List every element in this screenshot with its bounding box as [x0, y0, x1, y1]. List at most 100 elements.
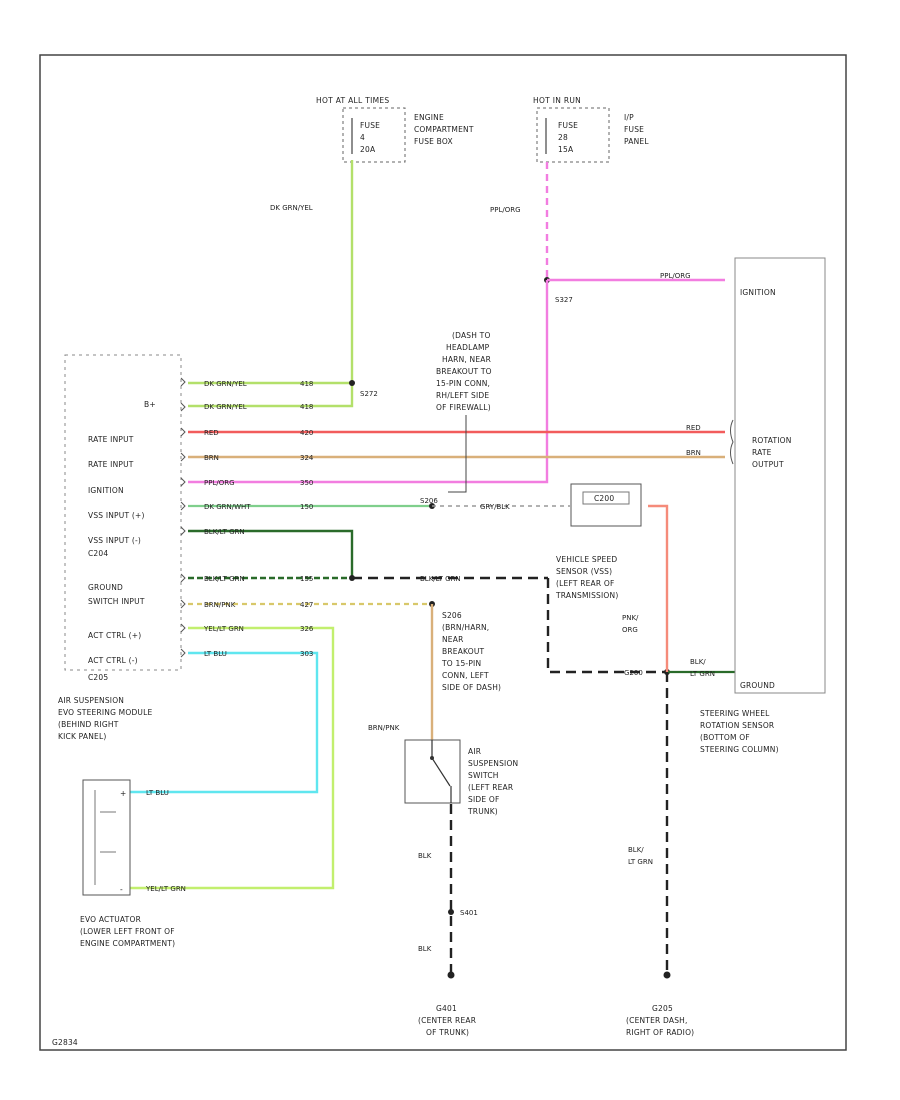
module-wire-label: DK GRN/WHT: [204, 503, 251, 511]
module-circuit-number: 155: [300, 575, 313, 583]
label-ppl-org: PPL/ORG: [490, 206, 521, 214]
ground-g205-caption: G205 (CENTER DASH, RIGHT OF RADIO): [626, 1004, 694, 1037]
ground-g205-dot: [663, 971, 671, 979]
sensor-pin-rate: RATE: [752, 448, 772, 457]
svg-text:BREAKOUT: BREAKOUT: [442, 647, 485, 656]
module-circuit-number: 420: [300, 429, 313, 437]
svg-text:SIDE OF: SIDE OF: [468, 795, 500, 804]
module-pin-label: C205: [88, 673, 108, 682]
leader-dash-note: [448, 415, 467, 493]
module-wire-label: BLK/LT GRN: [204, 528, 245, 536]
label-pnk-org-1: PNK/: [622, 614, 639, 622]
left-fuse-line2: 4: [360, 133, 365, 142]
svg-text:TRUNK): TRUNK): [467, 807, 498, 816]
svg-text:SENSOR (VSS): SENSOR (VSS): [556, 567, 612, 576]
vss-sensor-box: [570, 483, 642, 527]
svg-text:ROTATION SENSOR: ROTATION SENSOR: [700, 721, 774, 730]
label-blk-lt-grn-1: BLK/: [690, 658, 706, 666]
steering-sensor-caption: STEERING WHEEL ROTATION SENSOR (BOTTOM O…: [700, 709, 779, 754]
svg-text:BREAKOUT TO: BREAKOUT TO: [436, 367, 492, 376]
module-circuit-number: 350: [300, 479, 313, 487]
svg-text:VEHICLE SPEED: VEHICLE SPEED: [556, 555, 617, 564]
label-dk-grn-yel: DK GRN/YEL: [270, 204, 313, 212]
steering-rotation-sensor-box: [734, 257, 826, 694]
right-fuse-header: HOT IN RUN: [533, 96, 581, 105]
label-blk-lt-grn-ground: BLK/LT GRN: [420, 575, 461, 583]
label-g200: G200: [624, 669, 643, 677]
figure-id: G2834: [52, 1038, 78, 1047]
vss-box-label: C200: [594, 494, 614, 503]
label-blk-bottom: BLK: [418, 945, 432, 953]
wire-blk-lt-grn-vss: [188, 529, 354, 578]
label-gry-blk: GRY/BLK: [480, 503, 510, 511]
module-pin-terminal: [180, 427, 186, 437]
module-wire-label: BRN: [204, 454, 219, 462]
module-pin-terminal: [180, 599, 186, 609]
svg-text:OF FIREWALL): OF FIREWALL): [436, 403, 491, 412]
svg-text:TRANSMISSION): TRANSMISSION): [555, 591, 618, 600]
module-pin-label: VSS INPUT (-): [88, 536, 141, 545]
label-blk-lt-grn-2: LT GRN: [690, 670, 715, 678]
svg-text:CONN, LEFT: CONN, LEFT: [442, 671, 489, 680]
svg-text:EVO ACTUATOR: EVO ACTUATOR: [80, 915, 141, 924]
diagram-frame: [39, 54, 847, 1051]
s206-note: S206 (BRN/HARN, NEAR BREAKOUT TO 15-PIN …: [441, 611, 501, 692]
ground-g401-caption: G401 (CENTER REAR OF TRUNK): [418, 1004, 476, 1037]
sensor-connector-bracket: [730, 419, 734, 465]
sensor-pin-output: OUTPUT: [752, 460, 784, 469]
module-wire-label: LT BLU: [204, 650, 227, 658]
label-blk-lt-grn-v1: BLK/: [628, 846, 644, 854]
module-pin-terminal: [180, 573, 186, 583]
module-pin-terminal: [180, 648, 186, 658]
svg-text:SIDE OF DASH): SIDE OF DASH): [442, 683, 501, 692]
svg-text:SWITCH: SWITCH: [468, 771, 499, 780]
module-pin-label: SWITCH INPUT: [88, 597, 145, 606]
svg-text:S206: S206: [442, 611, 462, 620]
dash-harness-note: (DASH TO HEADLAMP HARN, NEAR BREAKOUT TO…: [436, 331, 492, 412]
sensor-pin-ignition: IGNITION: [740, 288, 776, 297]
svg-text:(CENTER REAR: (CENTER REAR: [418, 1016, 476, 1025]
label-s206-top: S206: [420, 497, 438, 505]
module-pin-terminal: [180, 452, 186, 462]
module-pin-label: GROUND: [88, 583, 123, 592]
module-circuit-number: 326: [300, 625, 314, 633]
left-box-line3: FUSE BOX: [414, 137, 453, 146]
module-caption-3: (BEHIND RIGHT: [58, 720, 119, 729]
module-wire-label: PPL/ORG: [204, 479, 235, 487]
label-blk-vert: BLK: [418, 852, 432, 860]
right-box-line3: PANEL: [624, 137, 649, 146]
left-box-line1: ENGINE: [414, 113, 444, 122]
right-fuse-box: HOT IN RUN FUSE 28 15A I/P FUSE PANEL: [533, 96, 649, 163]
sensor-pin-ground: GROUND: [740, 681, 775, 690]
module-pin-label: B+: [144, 400, 156, 409]
svg-text:G401: G401: [436, 1004, 457, 1013]
module-pin-label: C204: [88, 549, 108, 558]
svg-text:(LEFT REAR OF: (LEFT REAR OF: [556, 579, 614, 588]
left-fuse-box: HOT AT ALL TIMES FUSE 4 20A ENGINE COMPA…: [316, 96, 474, 163]
svg-text:RIGHT OF RADIO): RIGHT OF RADIO): [626, 1028, 694, 1037]
module-wire-label: YEL/LT GRN: [203, 625, 244, 633]
module-caption-4: KICK PANEL): [58, 732, 107, 741]
svg-text:(DASH TO: (DASH TO: [452, 331, 491, 340]
right-box-line2: FUSE: [624, 125, 644, 134]
label-yel-lt-grn: YEL/LT GRN: [145, 885, 186, 893]
ground-g401-dot: [447, 971, 455, 979]
svg-text:STEERING WHEEL: STEERING WHEEL: [700, 709, 770, 718]
module-circuit-number: 418: [300, 403, 313, 411]
module-pin-label: ACT CTRL (-): [88, 656, 138, 665]
module-wire-label: RED: [204, 429, 219, 437]
module-pin-terminal: [180, 477, 186, 487]
left-fuse-header: HOT AT ALL TIMES: [316, 96, 389, 105]
svg-text:G205: G205: [652, 1004, 673, 1013]
module-pin-terminal: [180, 623, 186, 633]
module-circuit-number: 427: [300, 601, 313, 609]
module-circuit-number: 324: [300, 454, 314, 462]
label-pnk-org-2: ORG: [622, 626, 638, 634]
wire-dk-grn-yel-feed: [188, 160, 354, 408]
svg-text:(LOWER LEFT FRONT OF: (LOWER LEFT FRONT OF: [80, 927, 175, 936]
right-fuse-line3: 15A: [558, 145, 574, 154]
wire-pnk-org: [648, 504, 669, 672]
